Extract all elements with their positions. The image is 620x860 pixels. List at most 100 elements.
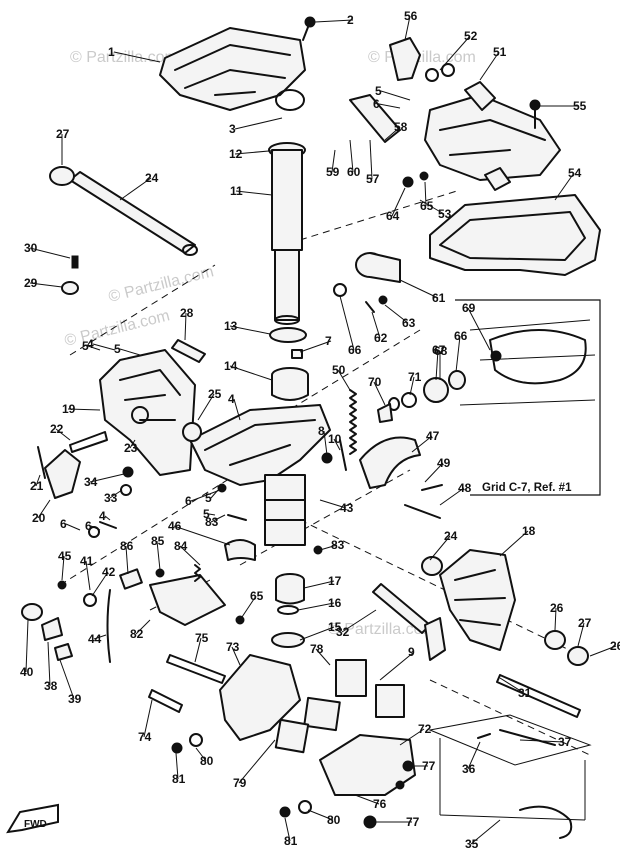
leader-line [104,515,111,521]
bushing-stack [271,573,305,648]
part-number-label: 71 [408,370,422,384]
leader-line [143,699,153,738]
leader-line [384,304,409,324]
screw [227,514,247,521]
leader-line [89,473,125,483]
washer [269,327,307,343]
watermark: © Partzilla.com [70,49,178,66]
rubber-block [274,718,310,754]
leader-line [29,247,71,259]
leader-line [229,325,271,335]
leader-line [371,311,381,339]
part-number-label: 28 [180,306,194,320]
part-number-label: 60 [347,165,361,179]
leader-line [113,51,161,63]
part-number-label: 42 [102,565,116,579]
bushing [182,422,202,442]
washer [298,800,312,814]
pin [171,339,206,363]
washer [401,392,417,408]
leader-line [589,645,617,657]
bushing [421,556,443,576]
bolt [339,439,347,471]
leader-line [439,487,465,506]
bushing [21,603,43,621]
part-number-label: 81 [284,834,298,848]
part-number-label: 5 [82,339,89,353]
part-number-label: 46 [168,519,182,533]
bolt-head [122,466,134,478]
part-number-label: 80 [327,813,341,827]
part-number-label: 5 [205,491,212,505]
part-number-label: 3 [229,122,236,136]
part-number-label: 15 [328,620,342,634]
part-number-label: 10 [328,432,342,446]
part-number-label: 5 [114,342,121,356]
part-number-label: 20 [32,511,46,525]
part-number-label: 27 [578,616,592,630]
leader-line [47,641,51,687]
leader-line [307,809,334,821]
leader-line [284,817,291,842]
clip [519,805,573,839]
leader-line [299,626,335,641]
leader-line [577,622,585,647]
part-number-label: 52 [464,29,478,43]
leader-line [67,408,101,411]
fwd-label: FWD [24,819,47,830]
leader-line [369,139,373,180]
leader-line [380,90,411,101]
bolt-head [171,742,183,754]
part-number-label: 21 [30,479,44,493]
leader-line [135,619,151,635]
part-number-label: 83 [205,515,219,529]
leader-line [435,349,439,381]
washer [425,68,439,82]
part-number-label: 6 [60,517,67,531]
part-number-label: 76 [373,797,387,811]
leader-line [184,312,187,341]
leader-line [439,35,471,71]
bolt [69,431,108,453]
part-number-label: 31 [518,686,532,700]
screw [37,446,46,479]
part-number-label: 14 [224,359,238,373]
part-number-label: 63 [402,316,416,330]
forward-arrow: FWD [6,803,59,834]
part-number-label: 64 [386,209,400,223]
nut [567,646,589,666]
leader-line [238,739,276,784]
part-number-label: 59 [326,165,340,179]
part-number-labels: 1234567891011121314151617181920212223242… [20,9,620,851]
part-number-label: 33 [104,491,118,505]
plate [54,643,73,661]
leader-line [90,525,101,531]
leader-line [379,651,415,681]
leader-line [197,393,215,421]
part-number-label: 44 [88,632,102,646]
part-number-label: 26 [550,601,564,615]
leader-line [235,190,273,196]
leader-line [378,103,401,109]
spacer [291,349,303,359]
part-number-label: 51 [493,45,507,59]
clip [389,37,421,81]
leader-line [119,348,141,356]
leader-line [195,747,207,762]
part-number-label: 69 [462,301,476,315]
leader-line [409,376,415,396]
nut [363,815,377,829]
leader-line [339,295,355,351]
part-number-label: 37 [558,735,572,749]
part-number-label: 4 [99,509,106,523]
nut [402,176,414,188]
washer [83,593,97,607]
leader-line [341,609,377,633]
washer [441,63,455,77]
leader-line [373,381,386,406]
leader-line [119,177,152,201]
part-number-label: 9 [408,645,415,659]
leader-line [179,545,201,566]
upper-mount-housing [424,94,561,181]
leader-line [354,794,380,805]
